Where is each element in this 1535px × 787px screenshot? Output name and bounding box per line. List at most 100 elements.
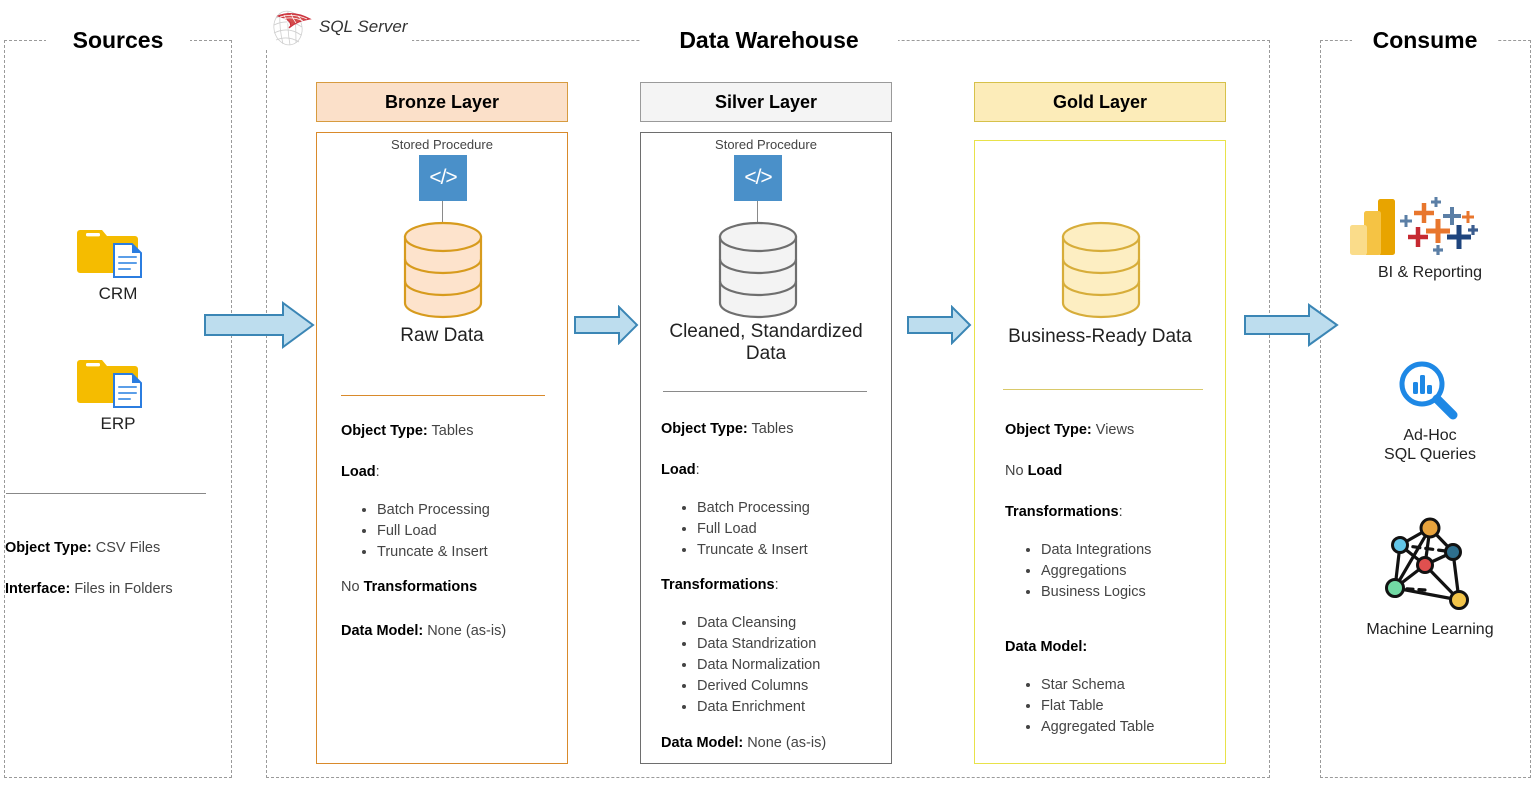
sources-object-type-key: Object Type: [5, 540, 92, 556]
source-label-crm: CRM [98, 284, 138, 303]
list-item: Star Schema [1041, 675, 1154, 696]
gold-transformations-key: Transformations [1005, 504, 1119, 520]
consume-item-adhoc-sql[interactable]: Ad-Hoc SQL Queries [1325, 358, 1535, 464]
database-cylinder-icon [399, 221, 487, 326]
list-item: Truncate & Insert [377, 542, 490, 563]
silver-transformations-list: Data Cleansing Data Standrization Data N… [679, 613, 820, 718]
gold-load-heading: No Load [1005, 461, 1062, 482]
gold-data-model-key: Data Model: [1005, 639, 1088, 655]
bronze-transformations-prefix: No [341, 579, 364, 595]
layer-title-bronze: Bronze Layer [384, 91, 500, 112]
sources-divider [6, 493, 206, 494]
bronze-object-type-key: Object Type: [341, 423, 428, 439]
source-item-erp[interactable]: ERP [48, 352, 188, 434]
flow-connector-silver [757, 201, 759, 233]
sql-server-brand: SQL Server [265, 6, 412, 48]
silver-object-type: Object Type: Tables [661, 419, 793, 440]
list-item: Truncate & Insert [697, 540, 810, 561]
right-arrow-icon [906, 304, 972, 350]
bronze-data-model-value: None (as-is) [427, 623, 507, 639]
gold-transformations-heading: Transformations: [1005, 502, 1123, 523]
layer-body-bronze: Stored Procedure </> Raw Data Object Typ… [316, 132, 568, 764]
silver-object-type-key: Object Type: [661, 421, 748, 437]
layer-divider-bronze [341, 395, 545, 396]
right-arrow-icon [573, 304, 639, 350]
bronze-object-type: Object Type: Tables [341, 421, 473, 442]
list-item: Data Cleansing [697, 613, 820, 634]
consume-label-adhoc-line2: SQL Queries [1384, 446, 1476, 464]
consume-label-machine-learning: Machine Learning [1366, 621, 1494, 638]
consume-label-adhoc-line1: Ad-Hoc [1403, 427, 1457, 444]
consume-item-machine-learning[interactable]: Machine Learning [1325, 512, 1535, 639]
gold-transformations-list: Data Integrations Aggregations Business … [1023, 540, 1151, 603]
silver-data-model-value: None (as-is) [747, 735, 827, 751]
layer-header-silver[interactable]: Silver Layer [640, 82, 892, 122]
gold-object-type: Object Type: Views [1005, 420, 1134, 441]
cylinder-label-silver: Cleaned, Standardized Data [669, 321, 863, 364]
consume-label-bi-reporting: BI & Reporting [1377, 264, 1483, 281]
silver-transformations-suffix: : [774, 577, 779, 593]
gold-data-model-list: Star Schema Flat Table Aggregated Table [1023, 675, 1154, 738]
gold-object-type-key: Object Type: [1005, 422, 1092, 438]
folder-document-icon [76, 352, 160, 412]
silver-load-key: Load [661, 462, 696, 478]
gold-load-key: Load [1027, 463, 1063, 479]
database-cylinder-icon [714, 221, 802, 326]
list-item: Aggregated Table [1041, 717, 1154, 738]
source-item-crm[interactable]: CRM [48, 222, 188, 304]
bronze-transformations-heading: No Transformations [341, 577, 477, 598]
bronze-load-key: Load [341, 464, 376, 480]
list-item: Data Enrichment [697, 697, 820, 718]
silver-load-heading: Load: [661, 460, 700, 481]
gold-object-type-value: Views [1095, 422, 1135, 438]
source-label-erp: ERP [100, 414, 136, 433]
silver-data-model: Data Model: None (as-is) [661, 733, 826, 754]
zone-consume-title: Consume [1352, 27, 1498, 54]
gold-data-model-heading: Data Model: [1005, 637, 1087, 658]
sources-interface-value: Files in Folders [74, 581, 173, 597]
code-icon: </> [419, 155, 467, 201]
zone-data-warehouse-title: Data Warehouse [640, 27, 898, 54]
gold-transformations-suffix: : [1118, 504, 1123, 520]
network-graph-icon [1325, 512, 1535, 616]
database-cylinder-icon [1057, 221, 1145, 326]
list-item: Full Load [697, 519, 810, 540]
magnifier-chart-icon [1325, 358, 1535, 422]
layer-divider-silver [663, 391, 867, 392]
bronze-object-type-value: Tables [431, 423, 474, 439]
sources-object-type: Object Type: CSV Files [5, 540, 160, 556]
silver-load-suffix: : [695, 462, 700, 478]
bronze-load-suffix: : [375, 464, 380, 480]
layer-title-gold: Gold Layer [1052, 91, 1148, 112]
flow-connector-bronze [442, 201, 444, 233]
layer-header-gold[interactable]: Gold Layer [974, 82, 1226, 122]
cylinder-label-bronze: Raw Data [400, 325, 484, 346]
zone-sources-title: Sources [46, 27, 190, 54]
consume-item-bi-reporting[interactable]: BI & Reporting [1325, 193, 1535, 282]
bronze-data-model-key: Data Model: [341, 623, 424, 639]
layer-body-gold: Business-Ready Data Object Type: Views N… [974, 140, 1226, 764]
stored-procedure-caption-bronze: Stored Procedure [391, 137, 493, 152]
silver-load-list: Batch Processing Full Load Truncate & In… [679, 498, 810, 561]
list-item: Data Normalization [697, 655, 820, 676]
stored-procedure-caption-silver: Stored Procedure [715, 137, 817, 152]
silver-data-model-key: Data Model: [661, 735, 744, 751]
list-item: Data Standrization [697, 634, 820, 655]
bronze-data-model: Data Model: None (as-is) [341, 621, 506, 642]
folder-document-icon [76, 222, 160, 282]
list-item: Batch Processing [377, 500, 490, 521]
layer-divider-gold [1003, 389, 1203, 390]
layer-body-silver: Stored Procedure </> Cleaned, Standardiz… [640, 132, 892, 764]
silver-object-type-value: Tables [751, 421, 794, 437]
bronze-load-heading: Load: [341, 462, 380, 483]
sql-server-label: SQL Server [319, 17, 408, 36]
sources-interface-key: Interface: [5, 581, 71, 597]
list-item: Aggregations [1041, 561, 1151, 582]
layer-header-bronze[interactable]: Bronze Layer [316, 82, 568, 122]
list-item: Data Integrations [1041, 540, 1151, 561]
sql-server-logo-icon [269, 6, 315, 48]
sources-object-type-value: CSV Files [95, 540, 161, 556]
gold-load-prefix: No [1005, 463, 1028, 479]
list-item: Business Logics [1041, 582, 1151, 603]
